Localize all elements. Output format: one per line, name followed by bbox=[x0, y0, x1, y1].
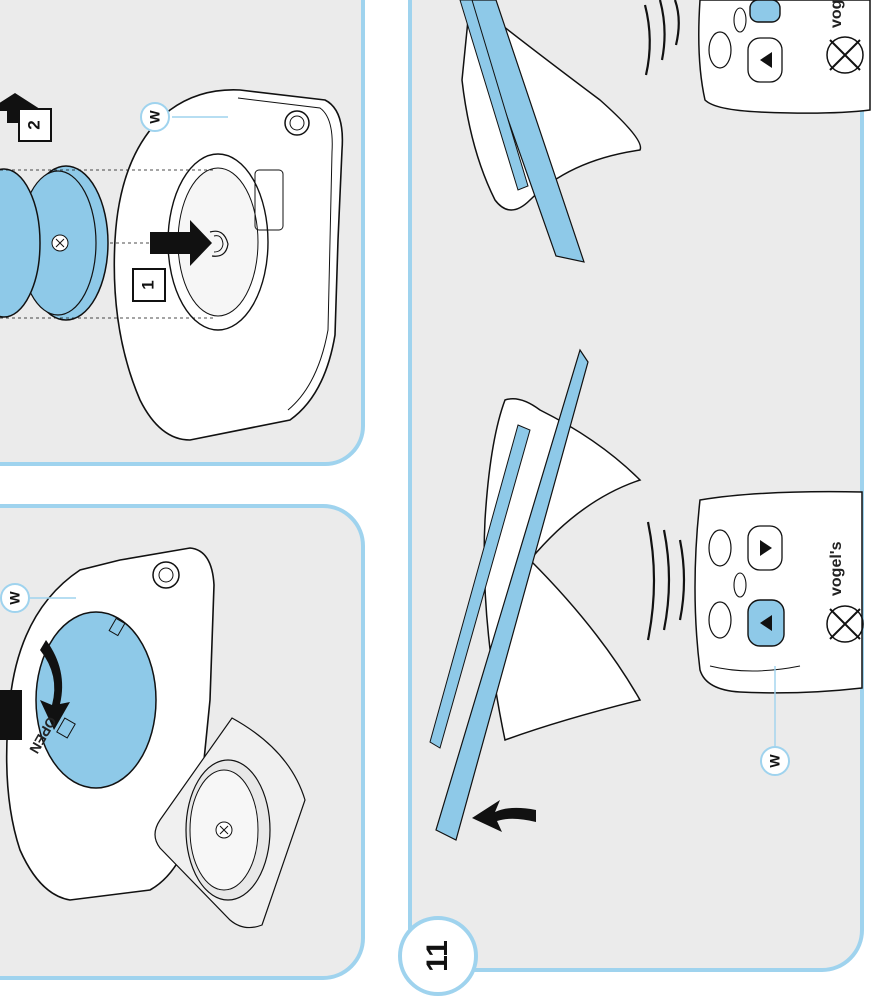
w-label-top: W bbox=[140, 102, 170, 132]
w-label-bottom-text: W bbox=[7, 591, 23, 604]
remote-back-illustration bbox=[114, 90, 342, 440]
callout-1: 1 bbox=[132, 268, 166, 302]
signal-waves-bottom-icon bbox=[648, 522, 684, 640]
step-number-badge: 11 bbox=[398, 916, 478, 996]
signal-waves-top-icon bbox=[645, 0, 679, 75]
display-tilt-up-illustration bbox=[460, 0, 641, 262]
callout-1-text: 1 bbox=[139, 280, 159, 289]
w-label-remote-text: W bbox=[767, 754, 783, 767]
callout-2-text: 2 bbox=[25, 120, 45, 129]
callout-2: 2 bbox=[18, 108, 52, 142]
brand-label-top: vogel's bbox=[828, 0, 846, 28]
tilt-arrow-icon bbox=[472, 800, 536, 832]
brand-label-bottom: vogel's bbox=[828, 542, 846, 597]
display-tilt-down-illustration bbox=[430, 350, 640, 840]
step-number: 11 bbox=[421, 940, 455, 972]
coin-battery-illustration bbox=[0, 166, 108, 320]
w-label-bottom: W bbox=[0, 583, 30, 613]
w-label-top-text: W bbox=[147, 110, 163, 123]
w-label-remote: W bbox=[760, 746, 790, 776]
